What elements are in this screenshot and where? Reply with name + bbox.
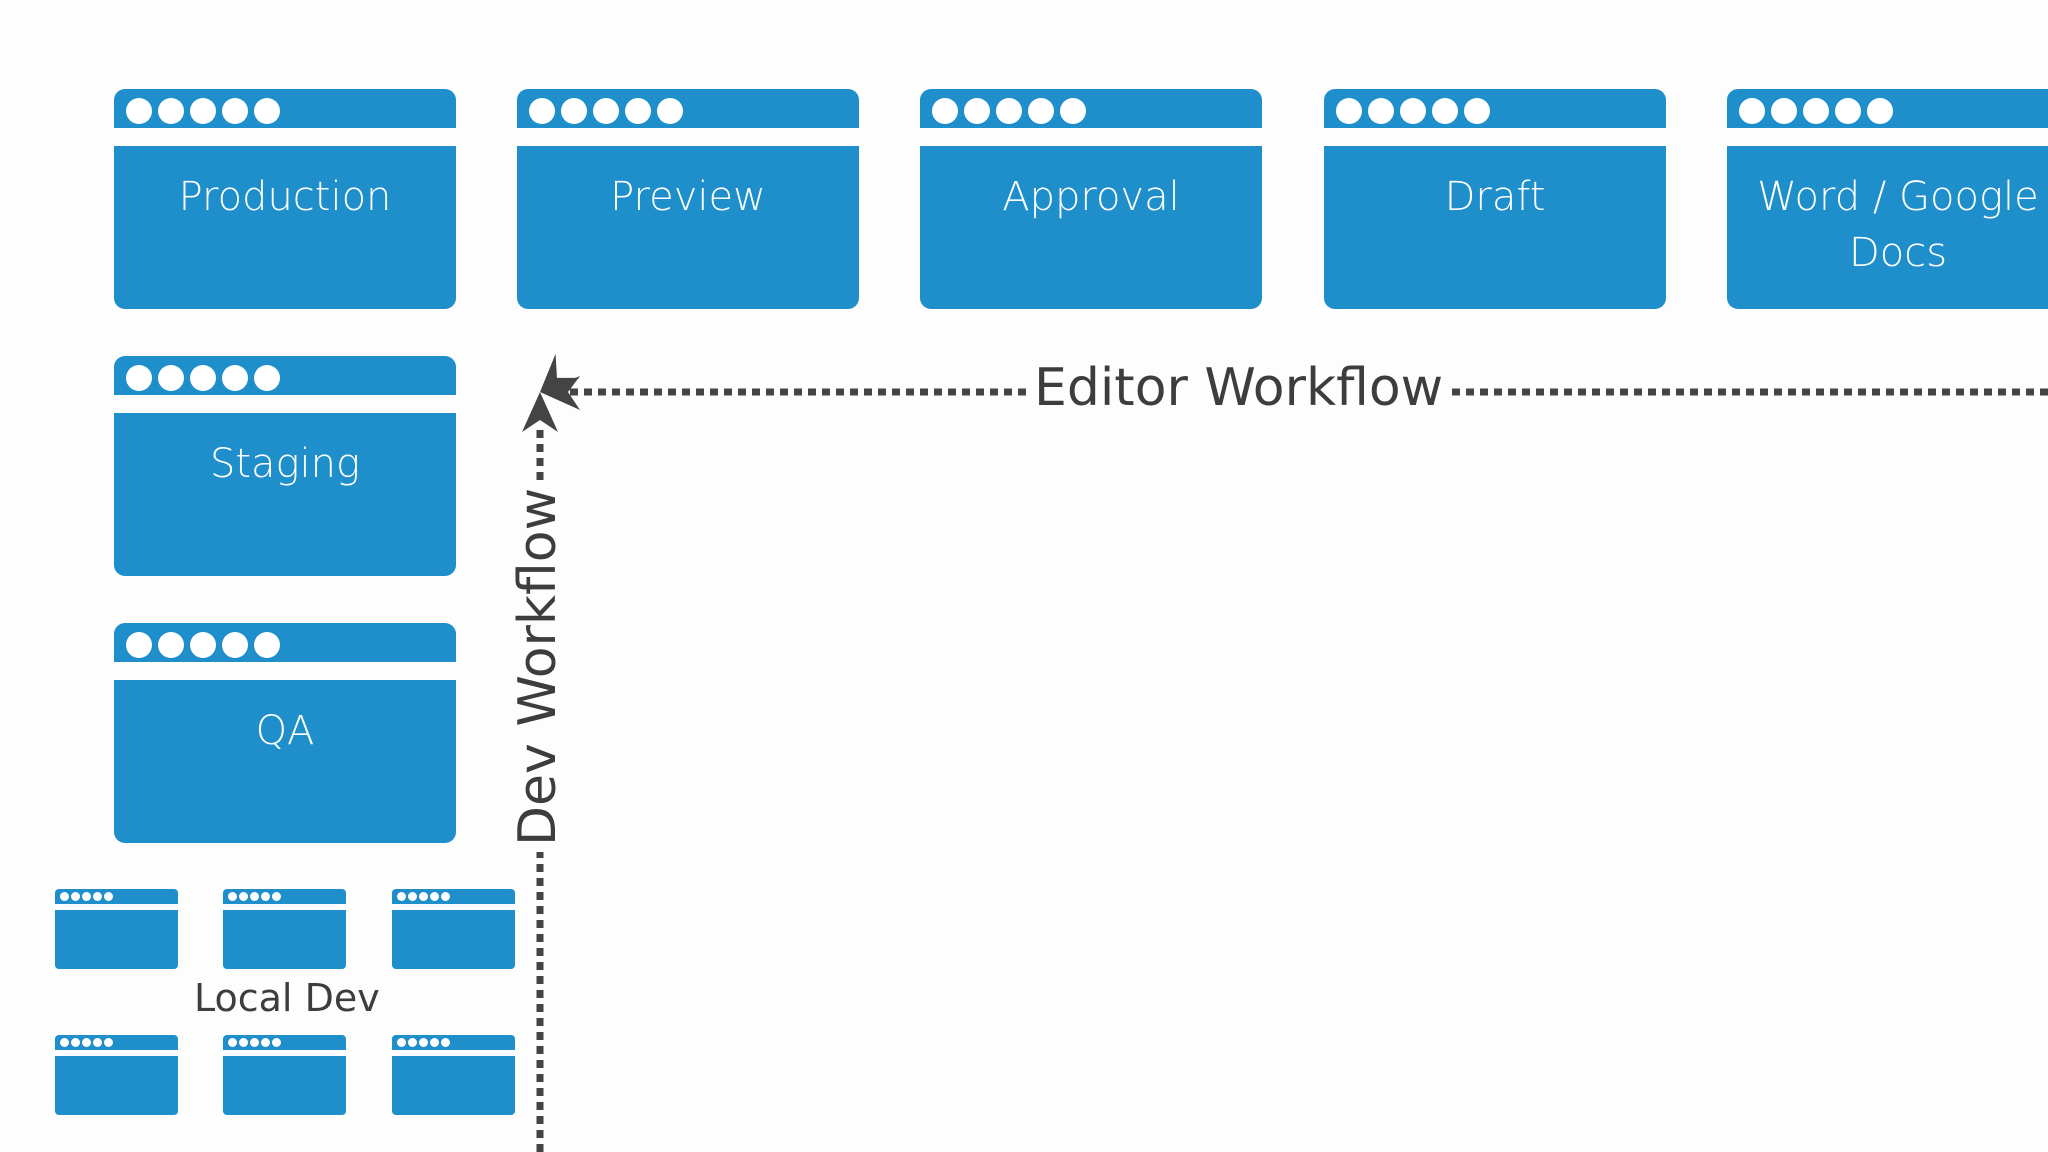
window-titlebar bbox=[114, 356, 456, 395]
browser-dots-icon bbox=[228, 1038, 281, 1047]
word-google-docs-window: Word / Google Docs bbox=[1727, 89, 2048, 309]
browser-dots-icon bbox=[60, 892, 113, 901]
environment-label: QA bbox=[255, 708, 315, 754]
environment-label: Approval bbox=[1002, 174, 1180, 220]
window-titlebar bbox=[114, 623, 456, 662]
browser-dots-icon bbox=[228, 892, 281, 901]
arrowhead-icon bbox=[540, 353, 580, 392]
local-dev-window bbox=[223, 1035, 346, 1115]
browser-dots-icon bbox=[1739, 98, 1893, 124]
local-dev-label: Local Dev bbox=[194, 976, 380, 1020]
browser-dots-icon bbox=[932, 98, 1086, 124]
browser-dots-icon bbox=[529, 98, 683, 124]
window-titlebar bbox=[517, 89, 859, 128]
browser-dots-icon bbox=[126, 632, 280, 658]
draft-window: Draft bbox=[1324, 89, 1666, 309]
qa-window: QA bbox=[114, 623, 456, 843]
environment-label: Production bbox=[178, 174, 392, 220]
browser-dots-icon bbox=[397, 892, 450, 901]
local-dev-window bbox=[55, 889, 178, 969]
staging-window: Staging bbox=[114, 356, 456, 576]
local-dev-window bbox=[392, 889, 515, 969]
approval-window: Approval bbox=[920, 89, 1262, 309]
window-titlebar bbox=[1727, 89, 2048, 128]
browser-dots-icon bbox=[126, 365, 280, 391]
environment-label: Draft bbox=[1444, 174, 1546, 220]
browser-dots-icon bbox=[1336, 98, 1490, 124]
browser-dots-icon bbox=[397, 1038, 450, 1047]
window-titlebar bbox=[114, 89, 456, 128]
environment-label: Word / Google Docs bbox=[1757, 174, 2039, 276]
local-dev-window bbox=[55, 1035, 178, 1115]
window-titlebar bbox=[1324, 89, 1666, 128]
environment-label: Staging bbox=[209, 441, 361, 487]
local-dev-window bbox=[392, 1035, 515, 1115]
browser-dots-icon bbox=[60, 1038, 113, 1047]
browser-dots-icon bbox=[126, 98, 280, 124]
window-titlebar bbox=[920, 89, 1262, 128]
dev-workflow-label: Dev Workflow bbox=[508, 481, 568, 852]
local-dev-window bbox=[223, 889, 346, 969]
editor-workflow-label: Editor Workflow bbox=[1030, 358, 1448, 418]
production-window: Production bbox=[114, 89, 456, 309]
environment-label: Preview bbox=[610, 174, 766, 220]
preview-window: Preview bbox=[517, 89, 859, 309]
